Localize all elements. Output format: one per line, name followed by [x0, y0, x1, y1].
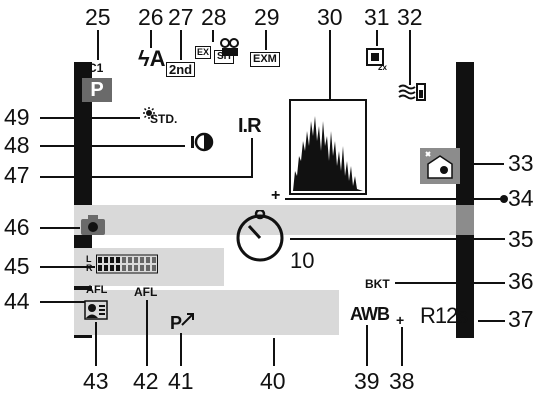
- callout-35: 35: [508, 226, 534, 252]
- leader-32: [409, 30, 411, 85]
- callout-46: 46: [4, 214, 30, 240]
- leader-47: [40, 176, 252, 178]
- ex-m-indicator: EXM: [250, 52, 280, 67]
- video-camera-icon: [220, 38, 240, 58]
- histogram: [289, 99, 367, 195]
- callout-41: 41: [168, 368, 194, 394]
- scene-detect-icon: [420, 148, 460, 184]
- self-timer-count: 10: [290, 248, 315, 273]
- callout-43: 43: [83, 368, 109, 394]
- leader-27: [180, 30, 182, 60]
- callout-47: 47: [4, 162, 30, 188]
- callout-38: 38: [389, 368, 415, 394]
- leader-39: [366, 325, 368, 366]
- center-cross-icon: +: [271, 187, 281, 204]
- leader-48: [40, 145, 185, 147]
- afl-indicator-left: AFL: [86, 284, 108, 296]
- callout-44: 44: [4, 288, 30, 314]
- burst-sh-indicator: SH: [214, 50, 234, 64]
- callout-28: 28: [201, 4, 227, 30]
- leader-45: [40, 266, 95, 268]
- afl-indicator: AFL: [134, 285, 158, 299]
- audio-level-meter: [96, 254, 158, 274]
- callout-36: 36: [508, 268, 534, 294]
- leader-dot-34: [500, 195, 508, 203]
- leader-25: [97, 30, 99, 60]
- leader-44: [40, 301, 85, 303]
- l-r-audio-label: L R: [86, 254, 93, 273]
- second-curtain-indicator: 2nd: [166, 62, 196, 77]
- leader-40: [273, 338, 275, 366]
- callout-26: 26: [138, 4, 164, 30]
- callout-25: 25: [85, 4, 111, 30]
- camera-icon: [80, 214, 106, 236]
- leader-28: [212, 30, 214, 42]
- wb-adjust-plus-icon: +: [396, 312, 405, 328]
- mode-p-badge: P: [82, 78, 112, 102]
- callout-30: 30: [317, 4, 343, 30]
- leader-42: [146, 300, 148, 366]
- i-dynamic-icon: [190, 132, 216, 152]
- callout-34: 34: [508, 185, 534, 211]
- zoom-2x-icon: [366, 48, 384, 66]
- callout-49: 49: [4, 104, 30, 130]
- i-resolution-indicator: I.R: [238, 115, 262, 137]
- callout-31: 31: [364, 4, 390, 30]
- callout-45: 45: [4, 253, 30, 279]
- leader-30: [329, 30, 331, 100]
- callout-29: 29: [254, 4, 280, 30]
- leader-41: [180, 333, 182, 366]
- mode-p-label: P: [90, 79, 104, 101]
- leader-49: [40, 117, 140, 119]
- leader-29: [265, 30, 267, 50]
- self-timer-icon: [234, 208, 290, 264]
- leader-46: [40, 227, 80, 229]
- leader-31: [376, 30, 378, 46]
- photo-style-sun-icon: [143, 106, 155, 119]
- leader-43: [95, 322, 97, 366]
- callout-32: 32: [397, 4, 423, 30]
- grey-band-right: [456, 205, 474, 235]
- program-shift-arrow-icon: [181, 312, 195, 326]
- monitor-right-bar: [456, 62, 474, 338]
- callout-48: 48: [4, 132, 30, 158]
- ex-tele-indicator: EX: [195, 46, 212, 59]
- leader-47-v: [251, 138, 253, 178]
- zoom-2x-label: 2x: [378, 63, 387, 72]
- leader-26: [150, 30, 152, 48]
- bracket-indicator: BKT: [365, 277, 390, 291]
- callout-39: 39: [354, 368, 380, 394]
- leader-34: [285, 198, 505, 200]
- callout-40: 40: [260, 368, 286, 394]
- custom-set-c1-indicator: C1: [88, 61, 104, 75]
- leader-33: [460, 163, 504, 165]
- leader-36: [395, 282, 505, 284]
- callout-33: 33: [508, 150, 534, 176]
- photo-style-std-indicator: STD.: [150, 112, 178, 126]
- leader-37: [478, 320, 505, 322]
- leader-38: [401, 327, 403, 366]
- grey-band-bottom: [74, 290, 339, 335]
- callout-27: 27: [168, 4, 194, 30]
- program-shift-indicator: P: [170, 313, 183, 333]
- face-recognition-icon: [84, 300, 108, 320]
- flash-auto-icon: ϟA: [138, 46, 166, 71]
- callout-37: 37: [508, 306, 534, 332]
- leader-35: [290, 238, 505, 240]
- wind-mic-icon: [398, 82, 428, 102]
- remaining-record-time: R12s: [420, 303, 468, 328]
- callout-42: 42: [133, 368, 159, 394]
- awb-indicator: AWB: [350, 304, 390, 324]
